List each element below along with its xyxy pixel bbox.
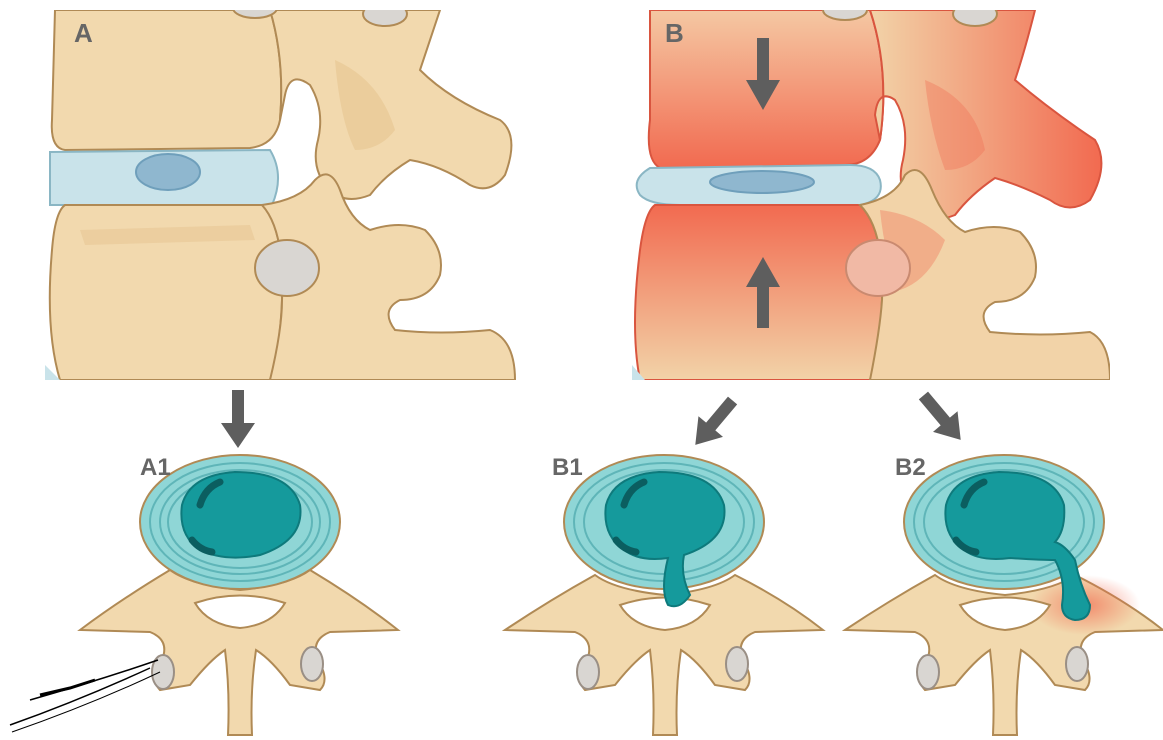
pointer-arrow-icon-b1 (683, 390, 745, 455)
panel-label-a1: A1 (140, 454, 171, 481)
facet-left (152, 655, 174, 689)
panel-label-b1: B1 (552, 454, 583, 481)
panel-label-a: A (74, 18, 93, 48)
panel-label-b: B (665, 18, 684, 48)
nucleus-pulposus-b1 (605, 472, 724, 606)
panel-b-lateral-spine: B (632, 0, 1110, 380)
nerve-icon (10, 660, 160, 732)
facet-right-b1 (726, 647, 748, 681)
panel-label-b2: B2 (895, 454, 926, 481)
upper-facet-joint (363, 2, 407, 26)
facet-left-b2 (917, 655, 939, 689)
pedicle-oval (255, 240, 319, 296)
panel-b2-axial-view: B2 (845, 454, 1163, 735)
pointer-arrow-icon-a1 (221, 390, 255, 448)
pointer-arrow-icon-b2 (911, 385, 973, 450)
panel-b1-axial-view: B1 (505, 454, 823, 735)
upper-facet-joint-b2 (823, 0, 867, 20)
panel-a1-axial-view: A1 (10, 454, 398, 735)
facet-right (301, 647, 323, 681)
upper-facet-joint-b (953, 2, 997, 26)
compressed-nucleus (710, 171, 814, 193)
upper-posterior-elements (270, 10, 511, 199)
facet-left-b1 (577, 655, 599, 689)
panel-a-lateral-spine: A (45, 0, 515, 380)
upper-facet-joint-2 (233, 0, 277, 18)
pedicle-oval-b (846, 240, 910, 296)
facet-right-b2 (1066, 647, 1088, 681)
nucleus-pulposus (136, 154, 200, 190)
